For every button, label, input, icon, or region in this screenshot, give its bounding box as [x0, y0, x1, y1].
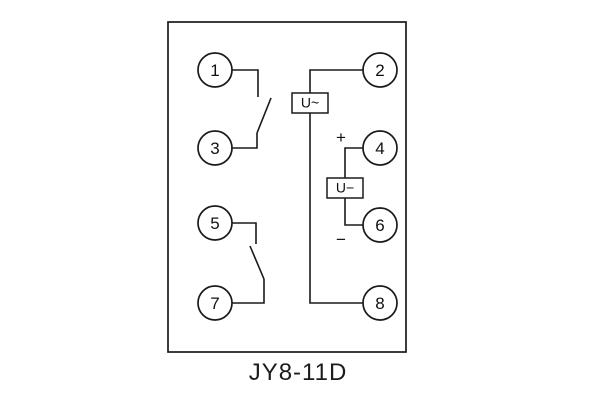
terminal-4: 4: [362, 130, 398, 166]
terminal-1: 1: [197, 52, 233, 88]
terminal-3-label: 3: [210, 139, 219, 158]
dc-voltage-branch: U− + −: [326, 128, 364, 249]
wire-terminal-1: [232, 69, 259, 97]
terminal-2-label: 2: [375, 61, 384, 80]
terminal-7: 7: [197, 285, 233, 321]
ac-voltage-label: U~: [301, 95, 319, 111]
terminal-3-circle: [197, 130, 233, 166]
plus-sign: +: [336, 128, 346, 147]
wire-terminal-2: [309, 69, 363, 93]
terminal-1-circle: [197, 52, 233, 88]
terminal-8-circle: [362, 285, 398, 321]
ac-voltage-box: [291, 92, 329, 114]
dc-voltage-box: [326, 177, 364, 199]
terminal-4-label: 4: [375, 139, 384, 158]
wire-terminal-7: [232, 279, 265, 304]
contact-5-7: [232, 222, 265, 304]
terminal-6-label: 6: [375, 216, 384, 235]
contact-1-3: [232, 69, 272, 149]
diagram-border: [167, 21, 407, 353]
wire-terminal-4: [344, 147, 363, 178]
wire-terminal-6: [344, 198, 363, 226]
diagram-caption: JY8-11D: [249, 359, 348, 386]
terminal-3: 3: [197, 130, 233, 166]
terminal-6-circle: [362, 207, 398, 243]
terminal-5-circle: [197, 205, 233, 241]
terminal-4-circle: [362, 130, 398, 166]
terminal-1-label: 1: [210, 61, 219, 80]
ac-voltage-branch: U~: [291, 69, 363, 304]
terminal-2: 2: [362, 52, 398, 88]
wire-terminal-5: [232, 222, 257, 244]
terminal-5: 5: [197, 205, 233, 241]
terminal-2-circle: [362, 52, 398, 88]
minus-sign: −: [336, 230, 346, 249]
terminal-5-label: 5: [210, 214, 219, 233]
wire-terminal-3: [232, 133, 258, 149]
terminal-7-circle: [197, 285, 233, 321]
terminal-6: 6: [362, 207, 398, 243]
terminal-8: 8: [362, 285, 398, 321]
switch-blade-1-3: [256, 97, 272, 134]
terminal-8-label: 8: [375, 294, 384, 313]
dc-voltage-label: U−: [336, 180, 354, 196]
switch-blade-5-7: [249, 245, 265, 280]
wire-terminal-8: [309, 113, 363, 304]
terminal-7-label: 7: [210, 294, 219, 313]
